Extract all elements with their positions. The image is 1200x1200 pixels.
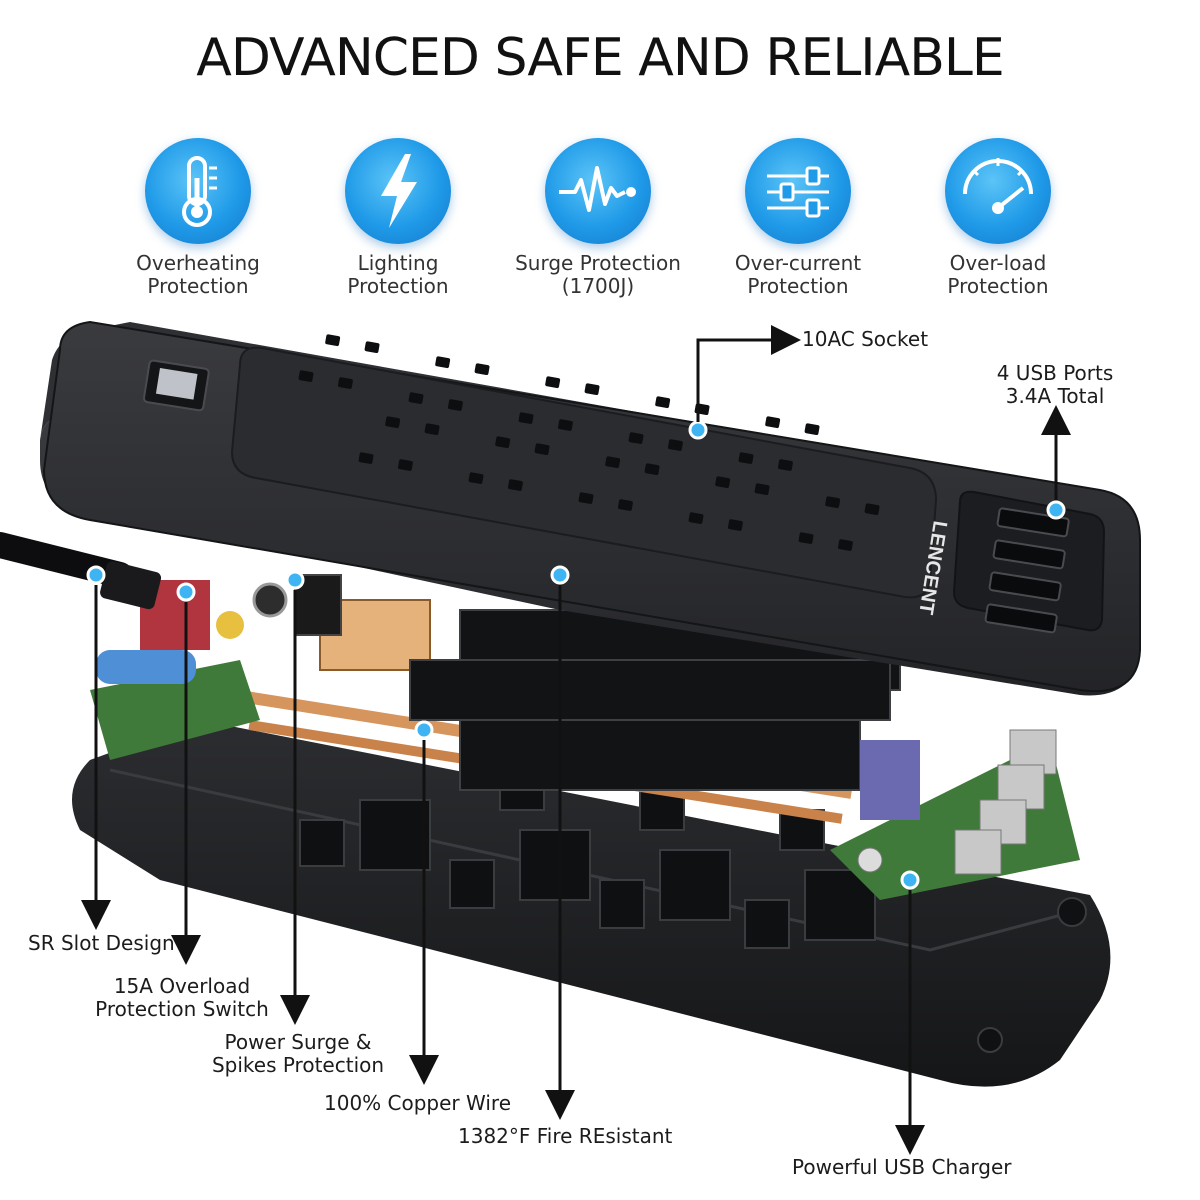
ac-outlet[interactable] xyxy=(518,373,600,435)
usb-pcb xyxy=(830,729,1080,900)
ac-outlet[interactable] xyxy=(468,433,550,495)
callout-fire-resistant: 1382°F Fire REsistant xyxy=(458,1124,673,1148)
usb-ports[interactable] xyxy=(984,507,1070,634)
callout-lines xyxy=(81,325,1071,1155)
top-cover xyxy=(40,320,1141,696)
cord-plug-housing xyxy=(100,561,162,610)
callout-ac-socket: 10AC Socket xyxy=(802,327,929,351)
callout-copper-wire: 100% Copper Wire xyxy=(324,1091,511,1115)
lightning-bolt-icon xyxy=(345,138,451,244)
surge-pcb xyxy=(90,574,342,760)
surge-wave-icon xyxy=(545,138,651,244)
feature-label: Surge Protection(1700J) xyxy=(515,251,681,298)
thermometer-icon xyxy=(145,138,251,244)
ac-outlets[interactable] xyxy=(298,331,880,555)
ac-outlet[interactable] xyxy=(798,493,880,555)
bottom-shell xyxy=(72,720,1111,1087)
circuit-switch-icon xyxy=(745,138,851,244)
callout-surge-spikes: Power Surge &Spikes Protection xyxy=(211,1030,385,1077)
ac-outlet[interactable] xyxy=(408,353,490,415)
callout-sr-slot: SR Slot Design xyxy=(28,931,175,955)
ac-outlet[interactable] xyxy=(738,413,820,475)
ac-outlet[interactable] xyxy=(358,413,440,475)
page-title: ADVANCED SAFE AND RELIABLE xyxy=(196,28,1004,88)
callout-dots xyxy=(86,420,1066,890)
ac-outlet[interactable] xyxy=(628,393,710,455)
ac-outlet[interactable] xyxy=(688,473,770,535)
callout-usb-charger: Powerful USB Charger xyxy=(792,1155,1012,1179)
ac-outlet[interactable] xyxy=(298,331,380,393)
ac-outlet[interactable] xyxy=(578,453,660,515)
gauge-icon xyxy=(945,138,1051,244)
feature-surge: Surge Protection(1700J) xyxy=(498,138,698,298)
